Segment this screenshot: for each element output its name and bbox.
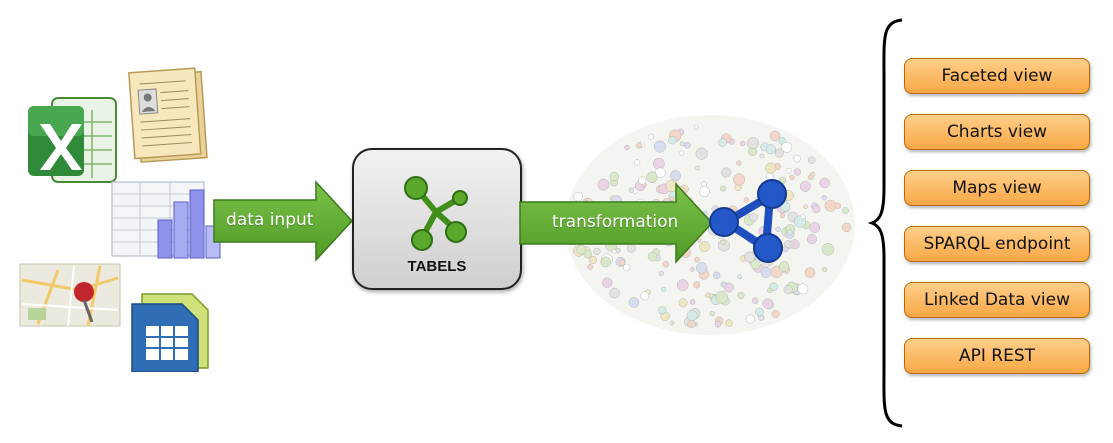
- linked-data-logo-icon: [709, 179, 787, 263]
- api-rest-button[interactable]: API REST: [904, 338, 1090, 374]
- charts-view-button[interactable]: Charts view: [904, 114, 1090, 150]
- excel-icon: [28, 97, 117, 183]
- tabels-label: TABELS: [407, 258, 467, 275]
- data-input-label: data input: [226, 210, 314, 230]
- calc-spreadsheet-icon: [131, 293, 209, 372]
- transformation-label: transformation: [552, 212, 679, 232]
- maps-view-button[interactable]: Maps view: [904, 170, 1090, 206]
- faceted-view-button[interactable]: Faceted view: [904, 58, 1090, 94]
- transformation-arrow: [519, 182, 714, 264]
- tabels-logo-icon: [404, 176, 468, 251]
- spreadsheet-chart-icon: [111, 181, 221, 259]
- linked-data-view-button[interactable]: Linked Data view: [904, 282, 1090, 318]
- sparql-endpoint-button[interactable]: SPARQL endpoint: [904, 226, 1090, 262]
- tabels-box: TABELS: [352, 148, 522, 290]
- document-form-icon: [128, 67, 208, 163]
- curly-brace-icon: [868, 18, 903, 428]
- map-pin-icon: [19, 263, 121, 327]
- data-input-arrow: [213, 180, 354, 262]
